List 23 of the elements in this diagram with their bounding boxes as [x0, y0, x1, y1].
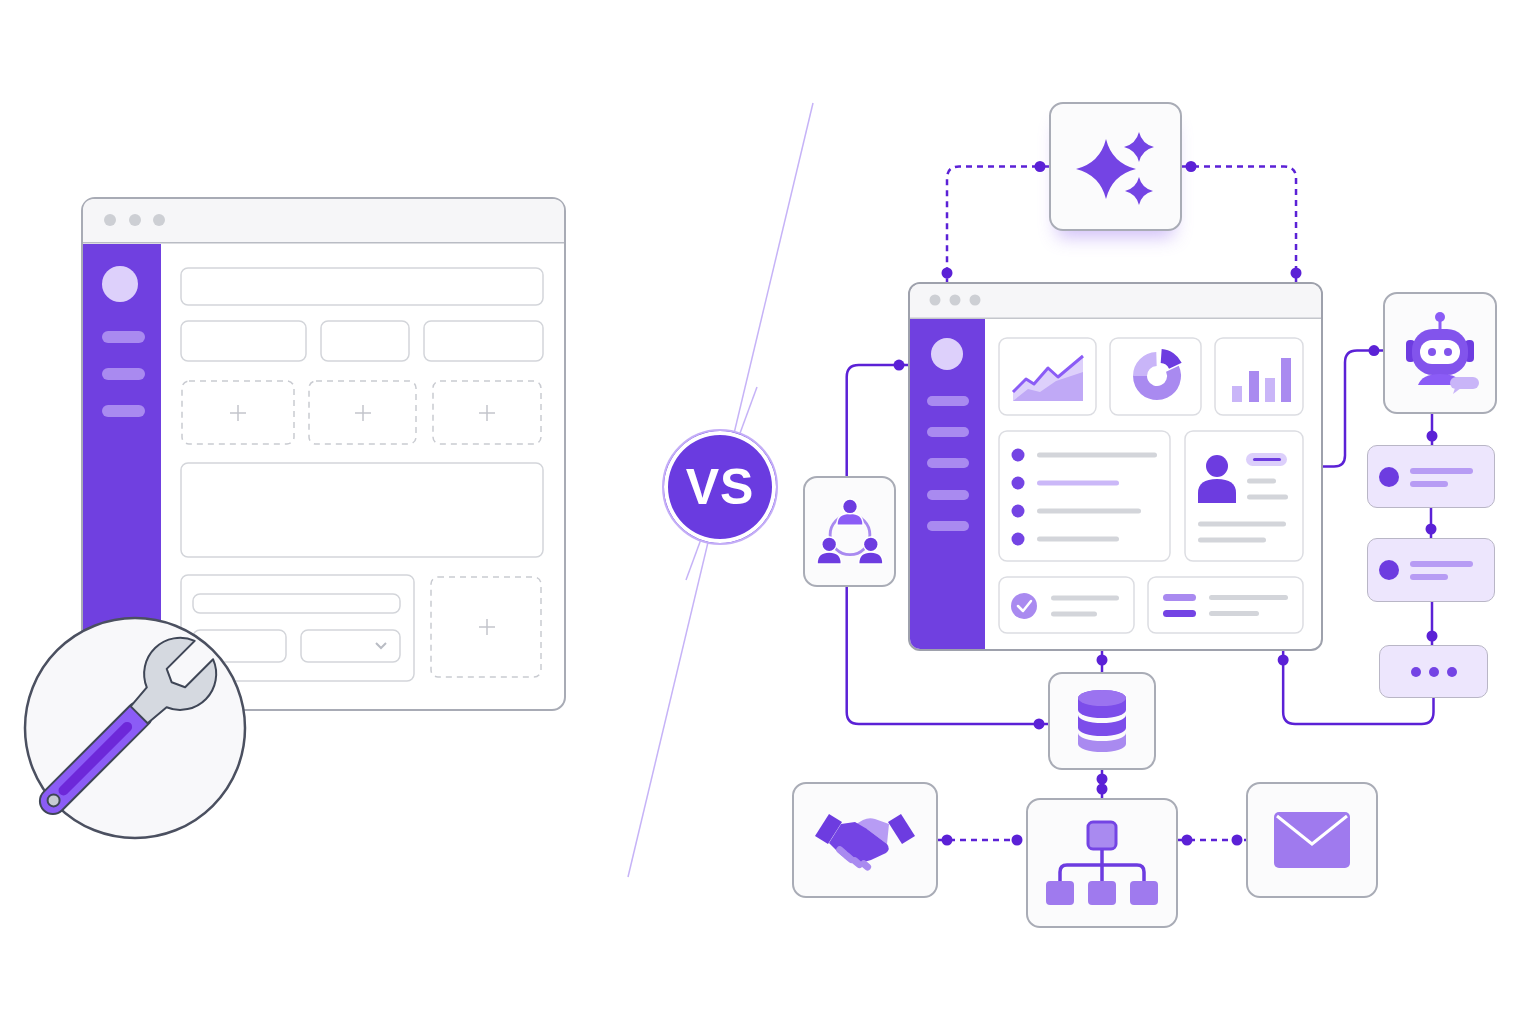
list-item-card	[1367, 538, 1495, 602]
vs-label: VS	[685, 462, 755, 512]
connector-line	[845, 587, 1048, 730]
connector-line	[845, 359, 908, 476]
connector-line	[1277, 651, 1435, 726]
dotted-connector	[1178, 834, 1246, 846]
list-item-card	[1367, 445, 1495, 508]
list-item-card	[1379, 645, 1488, 698]
icon-card	[1049, 102, 1182, 231]
connector-line	[1096, 770, 1108, 798]
connector-line	[1425, 508, 1437, 538]
icon-card	[792, 782, 938, 898]
dashboard-window	[908, 282, 1323, 651]
dotted-connector	[941, 161, 1049, 282]
icon-card	[1383, 292, 1497, 414]
icon-card	[803, 476, 896, 587]
icon-card	[1048, 672, 1156, 770]
icon-card	[1246, 782, 1378, 898]
connector-line	[1096, 651, 1108, 672]
dotted-connector	[1182, 161, 1302, 282]
connector-line	[1426, 602, 1438, 645]
icon-card	[1026, 798, 1178, 928]
connector-line	[1426, 414, 1438, 445]
